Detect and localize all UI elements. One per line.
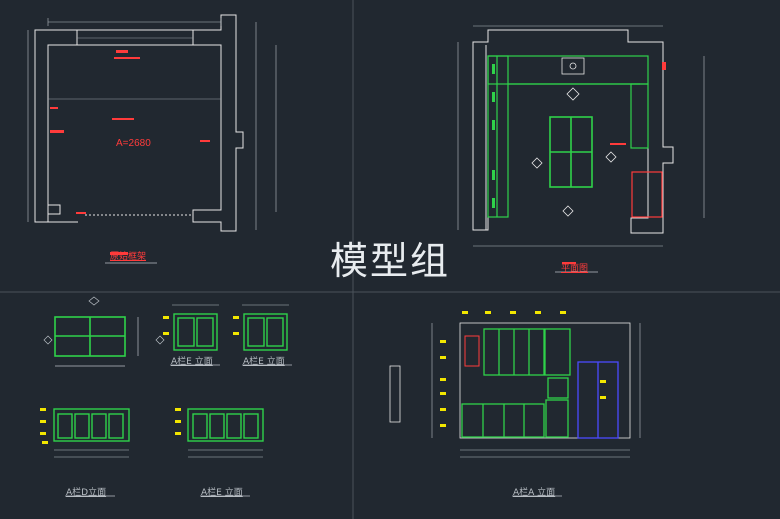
elevation-d-caption: A栏D立面: [66, 488, 107, 498]
island-top-markers: [43, 296, 165, 367]
original-room-plan: [27, 14, 277, 264]
elevation-annotations: [40, 316, 239, 444]
elevation-e-caption: A栏E 立面: [201, 488, 243, 498]
sink-unit: [561, 57, 585, 75]
elevation-d-cabinets: [53, 408, 130, 442]
room-inner-lines: [48, 37, 221, 100]
elevation-c-caption: A栏E 立面: [243, 357, 285, 367]
layout-markers: [531, 87, 617, 217]
elevation-c-cabinets: [243, 313, 288, 351]
original-plan-center-label: A=2680: [116, 138, 151, 149]
main-elevation-caption: A栏A 立面: [513, 488, 556, 498]
main-wall-elevation: [389, 311, 641, 497]
layout-plan-caption: 平面图: [561, 264, 589, 274]
elevation-dim-lines: [54, 304, 289, 458]
elevation-frame: [389, 322, 631, 439]
base-cabinets: [461, 399, 569, 438]
cabinet-runs: [487, 55, 649, 218]
room-walls: [34, 14, 244, 232]
layout-cabinet-details: [492, 64, 495, 208]
island-elevations: [40, 296, 292, 497]
kitchen-island: [549, 116, 593, 188]
main-elevation-dim-lines: [431, 323, 641, 458]
hood-marker: [464, 335, 480, 367]
main-elevation-annotations: [440, 311, 606, 427]
room-dimension-lines: [27, 18, 277, 230]
room-red-annotations: [50, 50, 210, 255]
elevation-b-caption: A栏E 立面: [171, 357, 213, 367]
layout-walls: [472, 29, 674, 234]
island-top-view: [54, 316, 126, 357]
kitchen-layout-plan: [457, 25, 705, 273]
elevation-b-cabinets: [173, 313, 218, 351]
layout-dimension-lines: [457, 25, 705, 247]
layout-red-marks: [562, 62, 666, 264]
elevation-e-cabinets: [187, 408, 264, 442]
upper-cabinets: [483, 328, 571, 399]
original-plan-caption: 原始框架: [110, 252, 147, 262]
fridge-zone: [631, 171, 663, 218]
tall-cabinet-appliance: [577, 361, 619, 439]
elevation-caption-underlines: [65, 364, 292, 497]
